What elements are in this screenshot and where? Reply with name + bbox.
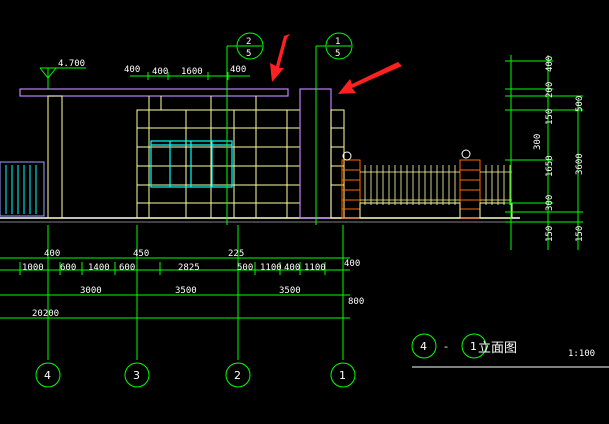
right-dim-150: 150 [545, 109, 555, 125]
axis-top-2 [226, 32, 264, 225]
right-dim-1650: 1650 [545, 155, 555, 177]
bottom-row3-end: 800 [348, 297, 364, 307]
title-circle-right: 1 [470, 340, 477, 353]
right-dimension-lines [505, 55, 583, 250]
right-dim-150b: 150 [545, 226, 555, 242]
top-dim-3: 1600 [181, 67, 203, 77]
axis-top-2-num: 2 [246, 37, 251, 47]
title-dash: - [444, 340, 448, 353]
bottom-row2-8: 1100 [304, 263, 326, 273]
bottom-row2-1: 600 [60, 263, 76, 273]
top-dim-4: 400 [230, 65, 246, 75]
bottom-row2-7: 400 [284, 263, 300, 273]
bottom-row3-0: 3000 [80, 286, 102, 296]
bottom-row2-4: 2825 [178, 263, 200, 273]
level-marker [39, 67, 86, 89]
right-dim-300c: 300 [533, 134, 543, 150]
drawing-scale: 1:100 [568, 349, 595, 359]
gatehouse-window [150, 140, 233, 188]
canopy [19, 88, 289, 97]
left-column [47, 95, 63, 219]
bottom-row1-0: 400 [44, 249, 60, 259]
right-dim-400: 400 [545, 56, 555, 72]
red-arrow-right [338, 62, 402, 94]
title-block [411, 333, 609, 368]
top-dim-2: 400 [152, 67, 168, 77]
left-fence [0, 161, 45, 217]
red-arrow-left [270, 34, 290, 82]
bottom-row3-2: 3500 [279, 286, 301, 296]
brick-pillar-right [459, 149, 481, 219]
axis-circles-bottom [35, 362, 356, 388]
axis-top-2-den: 5 [246, 49, 251, 59]
axis-bottom-4: 4 [44, 369, 51, 382]
bottom-row2-5: 500 [237, 263, 253, 273]
axis-top-1-num: 1 [335, 37, 340, 47]
roof-level-text: 4.700 [58, 59, 85, 69]
top-dim-1: 400 [124, 65, 140, 75]
bottom-total: 20200 [32, 309, 59, 319]
right-dim-150c: 150 [575, 226, 585, 242]
bottom-row2-6: 1100 [260, 263, 282, 273]
bottom-row1-1: 450 [133, 249, 149, 259]
axis-top-1 [315, 32, 353, 225]
title-circle-left: 4 [420, 340, 427, 353]
bottom-dimension-lines [0, 225, 350, 360]
axis-top-1-den: 5 [335, 49, 340, 59]
bottom-row3-1: 3500 [175, 286, 197, 296]
right-dim-3600: 3600 [575, 153, 585, 175]
right-fence [360, 165, 512, 205]
fence-base-right [479, 202, 513, 219]
brick-pillar-left [341, 151, 361, 219]
axis-bottom-3: 3 [133, 369, 140, 382]
gate-pillar [286, 109, 301, 219]
right-dim-500: 500 [575, 96, 585, 112]
bottom-row1-2: 225 [228, 249, 244, 259]
top-dimension-line [130, 72, 250, 80]
bottom-row2-3: 600 [119, 263, 135, 273]
axis-bottom-1: 1 [339, 369, 346, 382]
axis-bottom-2: 2 [234, 369, 241, 382]
right-dim-200: 200 [545, 82, 555, 98]
bottom-row2-2: 1400 [88, 263, 110, 273]
drawing-title: 立面图 [478, 341, 517, 356]
fence-base [359, 202, 461, 219]
right-dim-300: 300 [545, 195, 555, 211]
bottom-row2-0: 1000 [22, 263, 44, 273]
bottom-row2-9: 400 [344, 259, 360, 269]
